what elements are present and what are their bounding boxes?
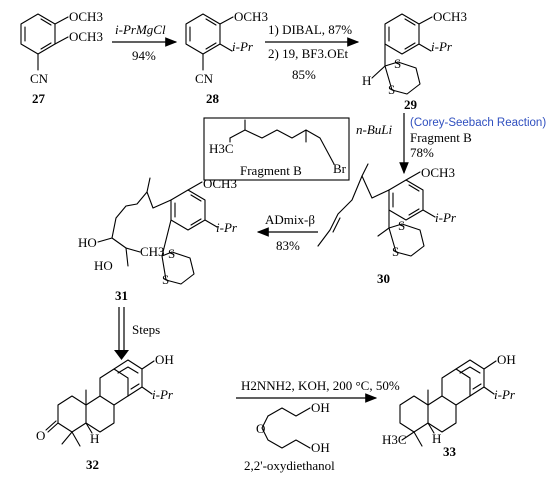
- ome-label-27: OCH3: [69, 9, 103, 24]
- ho2-label-31: HO: [94, 258, 113, 273]
- step3-fragment: Fragment B: [410, 130, 472, 145]
- step4-yield: 83%: [276, 238, 300, 253]
- h-label-29: H: [362, 73, 371, 88]
- fragment-b-box: [203, 117, 350, 181]
- fragment-b-br: Br: [333, 161, 347, 176]
- compound-label-33: 33: [443, 444, 457, 459]
- step2-yield: 85%: [292, 67, 316, 82]
- oxydiethanol-o: O: [256, 421, 265, 436]
- compound-label-29: 29: [404, 97, 418, 112]
- step1-yield: 94%: [132, 48, 156, 63]
- oh-label-33: OH: [497, 352, 516, 367]
- step5-label: Steps: [132, 322, 160, 337]
- step4-reagent: ADmix-β: [265, 212, 315, 227]
- s2-label-31: S: [162, 272, 169, 287]
- compound-29: OCH3 i-Pr H S S 29: [362, 9, 467, 112]
- ome2-label-27: OCH3: [69, 29, 103, 44]
- h3c-label-33: H3C: [382, 432, 407, 447]
- ipr-label-28: i-Pr: [232, 39, 254, 54]
- ipr-label-33: i-Pr: [494, 387, 516, 402]
- compound-label-28: 28: [206, 91, 220, 106]
- step1-reagent: i-PrMgCl: [115, 22, 166, 37]
- compound-28: OCH3 i-Pr CN 28: [185, 9, 268, 106]
- ome-label-29: OCH3: [433, 9, 467, 24]
- compound-31: OCH3 i-Pr HO HO CH3 S S 31: [78, 176, 238, 303]
- ch3-label-31: CH3: [140, 244, 165, 259]
- oxydiethanol-oh1: OH: [311, 400, 330, 415]
- step2-line2: 2) 19, BF3.OEt: [268, 46, 349, 61]
- step6-reagent: H2NNH2, KOH, 200 °C, 50%: [241, 378, 400, 393]
- oxydiethanol-oh2: OH: [311, 440, 330, 455]
- ipr-label-30: i-Pr: [435, 210, 457, 225]
- s2-label-29: S: [388, 82, 395, 97]
- compound-30: OCH3 i-Pr S S 30: [317, 163, 457, 286]
- compound-label-32: 32: [86, 457, 99, 472]
- ome-label-31: OCH3: [203, 176, 237, 191]
- compound-32: OH i-Pr O H 32: [36, 352, 174, 472]
- fragment-b-caption: Fragment B: [240, 163, 302, 178]
- cn-label-28: CN: [195, 71, 214, 86]
- s1-label-29: S: [394, 56, 401, 71]
- s1-label-30: S: [398, 218, 405, 233]
- ipr-label-31: i-Pr: [216, 220, 238, 235]
- oxydiethanol-structure: OH O OH: [256, 400, 330, 455]
- o-label-32: O: [36, 428, 45, 443]
- h-label-32: H: [90, 431, 99, 446]
- h-label-33: H: [432, 431, 441, 446]
- ipr-label-32: i-Pr: [152, 387, 174, 402]
- compound-label-30: 30: [377, 271, 390, 286]
- step3-reaction-name: (Corey-Seebach Reaction): [410, 117, 546, 129]
- ho1-label-31: HO: [78, 235, 97, 250]
- compound-label-27: 27: [32, 91, 46, 106]
- fragment-b-h3c: H3C: [209, 141, 234, 156]
- cn-label-27: CN: [30, 71, 49, 86]
- step6-solvent-name: 2,2'-oxydiethanol: [244, 458, 335, 473]
- ome-label-30: OCH3: [421, 165, 455, 180]
- ome-label-28: OCH3: [234, 9, 268, 24]
- fragment-b: H3C Br Fragment B: [203, 117, 350, 181]
- step2-line1: 1) DIBAL, 87%: [268, 22, 352, 37]
- step3-reagent: n-BuLi: [356, 122, 393, 137]
- s2-label-30: S: [392, 244, 399, 259]
- compound-label-31: 31: [115, 288, 128, 303]
- compound-33: OH i-Pr H3C H 33: [382, 352, 516, 459]
- s1-label-31: S: [168, 246, 175, 261]
- oh-label-32: OH: [155, 352, 174, 367]
- compound-27: OCH3 OCH3 CN 27: [20, 9, 103, 106]
- ipr-label-29: i-Pr: [431, 39, 453, 54]
- arrow-31-32-head: [114, 350, 129, 360]
- step3-yield: 78%: [410, 145, 434, 160]
